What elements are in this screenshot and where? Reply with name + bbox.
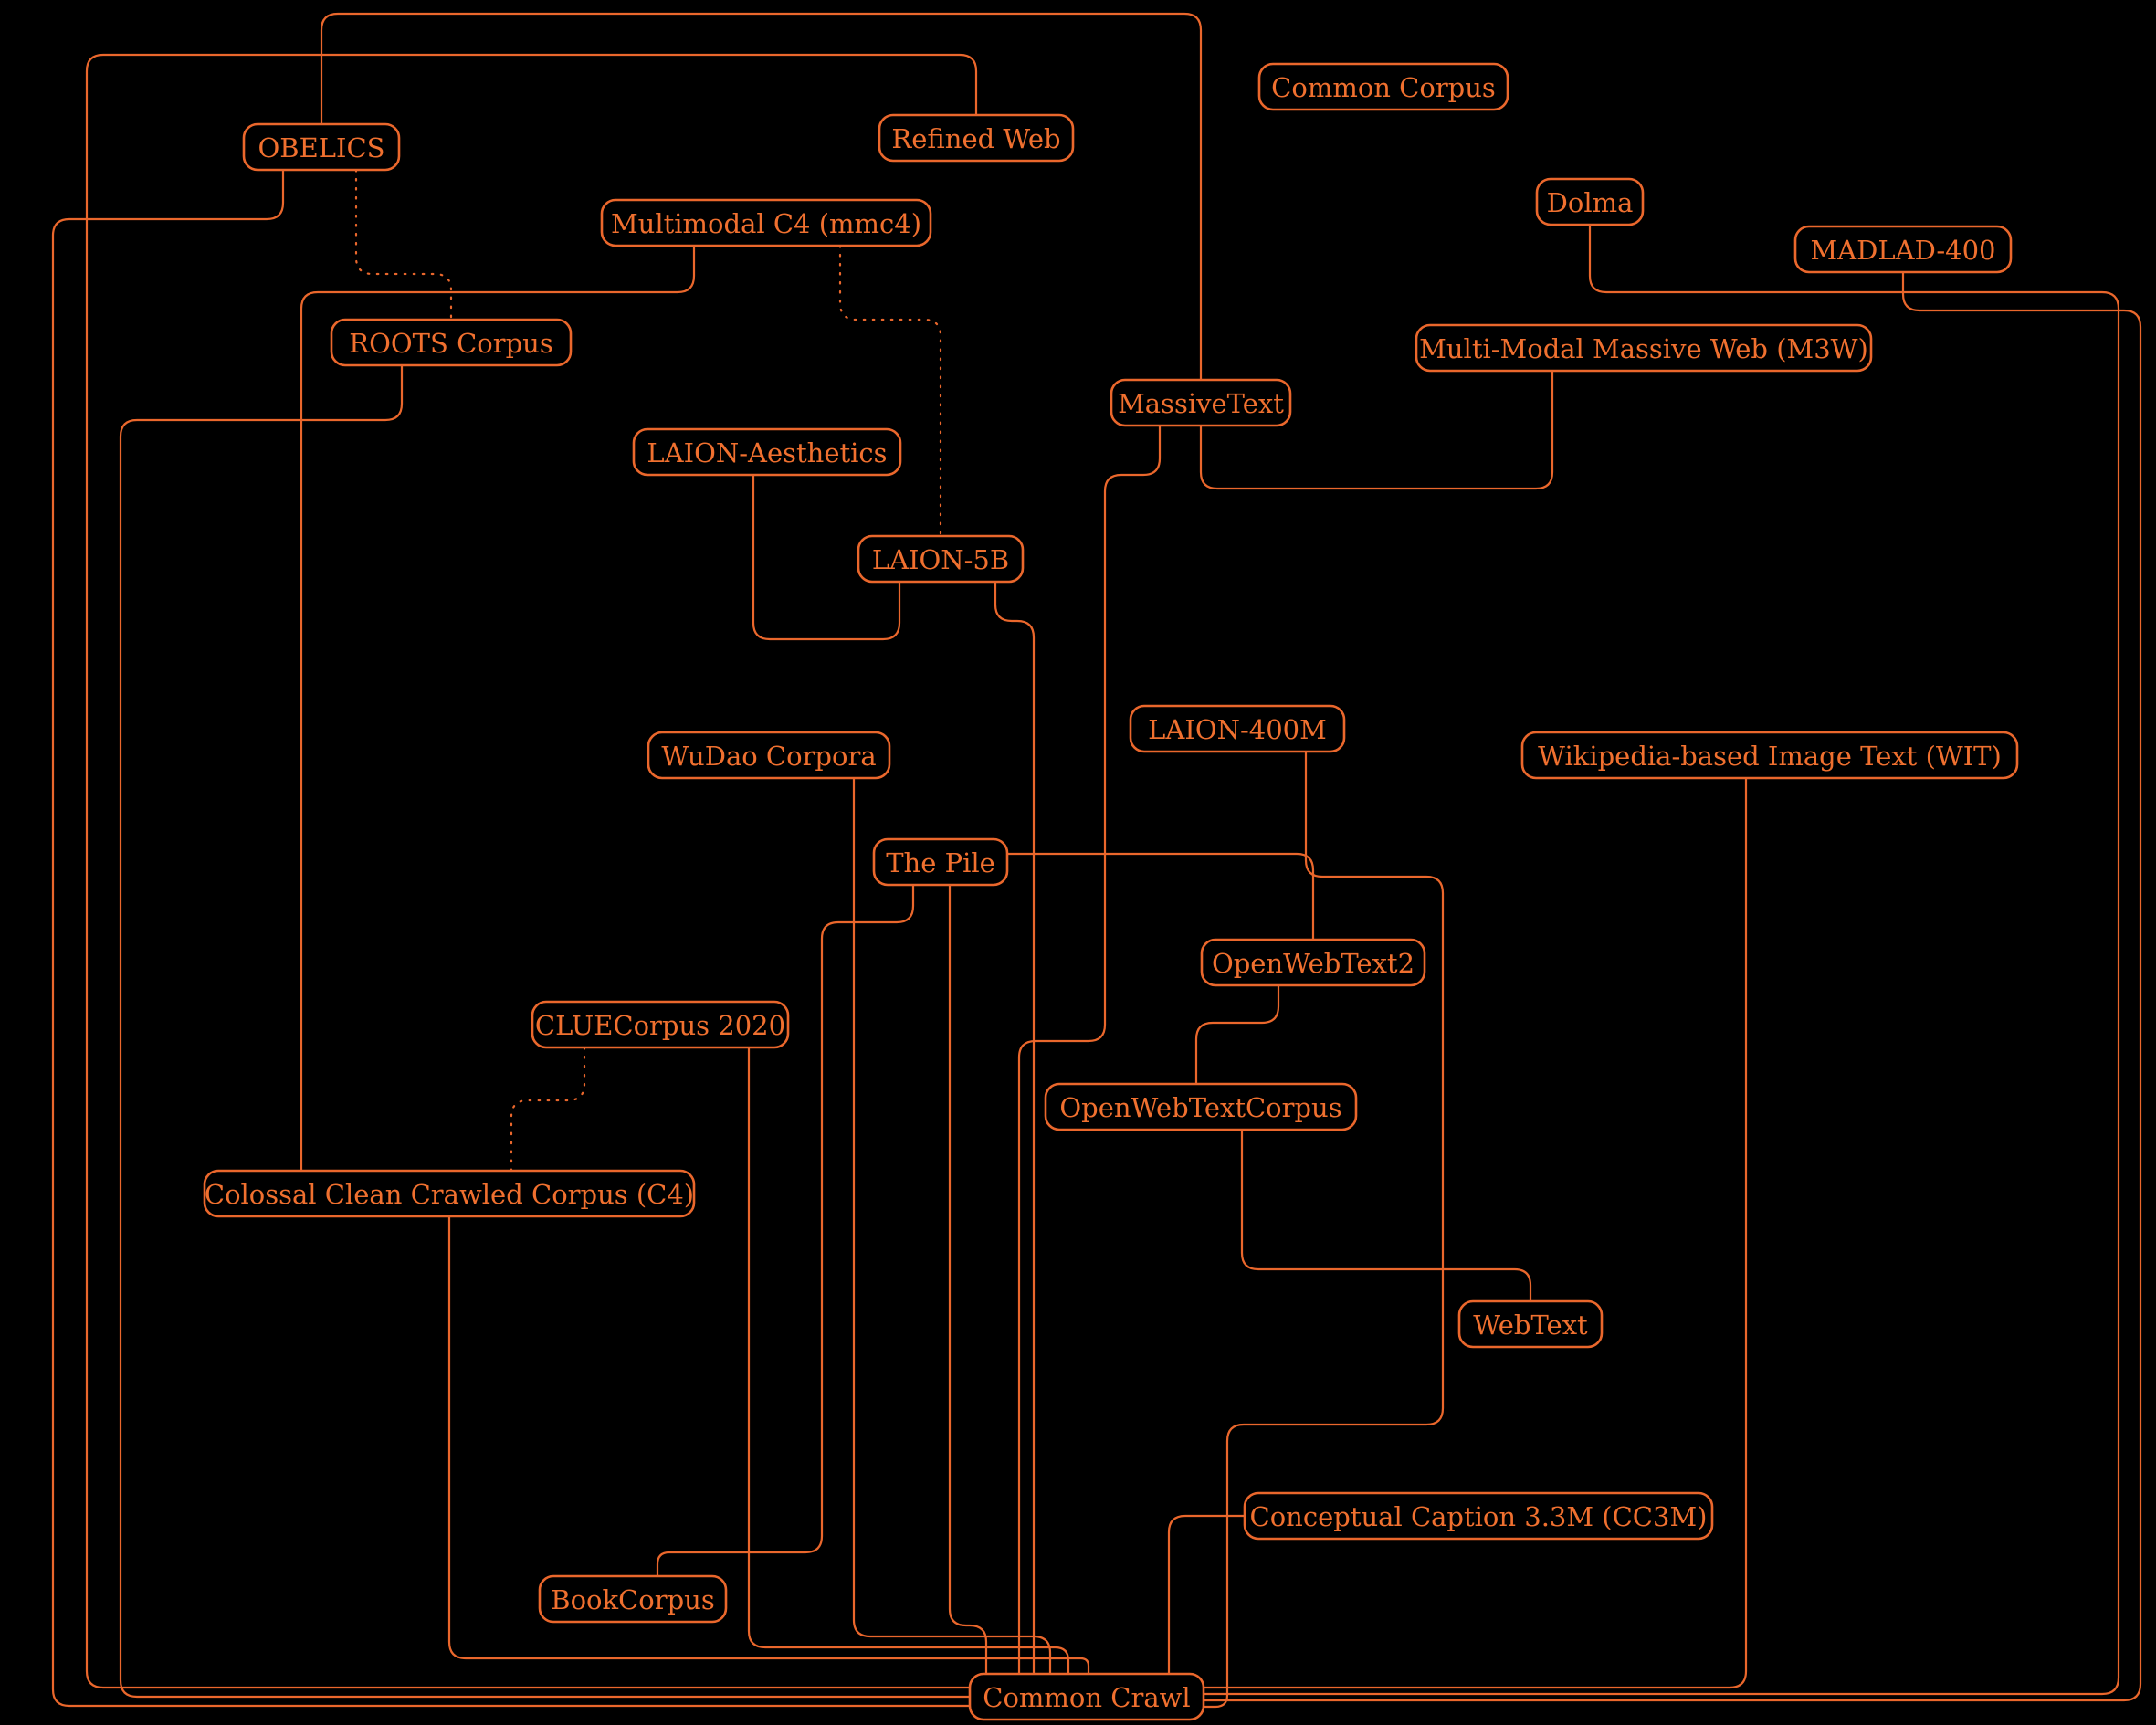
node-label-laion-5b: LAION-5B [872,544,1009,575]
node-box-cc3m [1243,1491,1714,1541]
node-box-webtext [1457,1299,1604,1349]
node-label-m3w: Multi-Modal Massive Web (M3W) [1419,333,1868,364]
node-c4: Colossal Clean Crawled Corpus (C4) [203,1169,696,1218]
node-m3w: Multi-Modal Massive Web (M3W) [1415,323,1873,373]
edge-madlad-400--common-crawl [1202,270,2142,1702]
node-box-madlad-400 [1793,225,2013,274]
edge-laion-aesthetics--laion-5b [752,473,901,641]
node-box-owt2 [1200,938,1426,987]
edge-bookcorpus--the-pile [656,883,915,1578]
node-label-cc3m: Conceptual Caption 3.3M (CC3M) [1250,1501,1708,1532]
edge-m3w--massivetext [1199,369,1554,490]
edge-the-pile--common-crawl [948,883,988,1676]
node-massivetext: MassiveText [1110,378,1292,427]
edge-obelics--common-crawl [51,168,972,1708]
edge-laion-5b--common-crawl [994,580,1036,1676]
edge-refined-web--common-crawl [85,53,978,1689]
node-common-crawl: Common Crawl [968,1672,1205,1721]
node-label-madlad-400: MADLAD-400 [1810,235,1995,266]
node-label-bookcorpus: BookCorpus [551,1584,714,1615]
edge-obelics--roots [354,168,453,321]
node-label-owt2: OpenWebText2 [1212,948,1415,979]
node-box-owtc [1044,1082,1358,1131]
node-wudao: WuDao Corpora [647,731,891,780]
node-clue: CLUECorpus 2020 [531,1000,790,1049]
node-common-corpus: Common Corpus [1257,62,1509,111]
node-box-laion-aesthetics [632,427,902,477]
node-label-laion-400m: LAION-400M [1148,714,1327,745]
node-label-wudao: WuDao Corpora [661,741,876,772]
node-dolma: Dolma [1535,177,1645,226]
node-label-common-crawl: Common Crawl [983,1682,1190,1713]
edge-wudao--common-crawl [852,776,1052,1676]
node-mmc4: Multimodal C4 (mmc4) [600,198,932,247]
node-wit: Wikipedia-based Image Text (WIT) [1520,731,2019,780]
node-box-c4 [203,1169,696,1218]
node-label-owtc: OpenWebTextCorpus [1059,1092,1341,1123]
node-webtext: WebText [1457,1299,1604,1349]
node-refined-web: Refined Web [878,113,1075,163]
node-roots: ROOTS Corpus [330,318,573,367]
edge-dolma--common-crawl [1202,223,2120,1696]
node-madlad-400: MADLAD-400 [1793,225,2013,274]
edge-wit--common-crawl [1202,776,1748,1689]
node-label-roots: ROOTS Corpus [349,328,552,359]
node-obelics: OBELICS [242,122,401,172]
edge-mmc4--laion-5b [838,244,942,538]
node-box-laion-400m [1129,704,1346,753]
node-box-refined-web [878,113,1075,163]
node-box-laion-5b [857,534,1025,584]
node-label-refined-web: Refined Web [891,123,1060,154]
edge-c4--common-crawl [447,1215,1090,1676]
node-owtc: OpenWebTextCorpus [1044,1082,1358,1131]
node-label-common-corpus: Common Corpus [1271,72,1496,103]
edges-layer [51,12,2142,1709]
node-box-m3w [1415,323,1873,373]
node-box-mmc4 [600,198,932,247]
node-label-obelics: OBELICS [258,132,384,163]
edge-clue--c4 [510,1046,586,1173]
node-the-pile: The Pile [872,837,1009,887]
node-laion-aesthetics: LAION-Aesthetics [632,427,902,477]
edge-laion-400m--common-crawl [1202,750,1445,1709]
node-label-c4: Colossal Clean Crawled Corpus (C4) [205,1179,694,1210]
edge-owt2--owtc [1194,983,1280,1086]
node-label-clue: CLUECorpus 2020 [535,1010,785,1041]
edge-cc3m--common-crawl [1167,1514,1246,1676]
node-cc3m: Conceptual Caption 3.3M (CC3M) [1243,1491,1714,1541]
node-owt2: OpenWebText2 [1200,938,1426,987]
node-laion-5b: LAION-5B [857,534,1025,584]
node-box-wit [1520,731,2019,780]
edge-roots--common-crawl [119,363,972,1699]
node-laion-400m: LAION-400M [1129,704,1346,753]
edge-massivetext--common-crawl [1017,424,1162,1676]
edge-owtc--webtext [1240,1128,1532,1303]
edge-clue--common-crawl [747,1046,1070,1676]
edge-obelics--massivetext [320,12,1203,382]
nodes-layer: OBELICS Refined Web Common CorpusMultimoda… [203,62,2019,1721]
node-box-bookcorpus [538,1574,728,1624]
node-box-dolma [1535,177,1645,226]
edge-mmc4--c4 [300,244,696,1173]
node-label-mmc4: Multimodal C4 (mmc4) [611,208,921,239]
node-box-obelics [242,122,401,172]
node-box-common-crawl [968,1672,1205,1721]
node-box-the-pile [872,837,1009,887]
node-box-common-corpus [1257,62,1509,111]
node-label-massivetext: MassiveText [1118,388,1284,419]
node-box-roots [330,318,573,367]
node-label-dolma: Dolma [1547,187,1634,218]
edge-the-pile--owt2 [1005,852,1315,941]
node-label-webtext: WebText [1473,1310,1588,1341]
node-label-wit: Wikipedia-based Image Text (WIT) [1538,741,2002,772]
node-label-the-pile: The Pile [886,847,995,878]
node-label-laion-aesthetics: LAION-Aesthetics [647,437,887,468]
node-box-massivetext [1110,378,1292,427]
node-box-clue [531,1000,790,1049]
node-box-wudao [647,731,891,780]
node-bookcorpus: BookCorpus [538,1574,728,1624]
